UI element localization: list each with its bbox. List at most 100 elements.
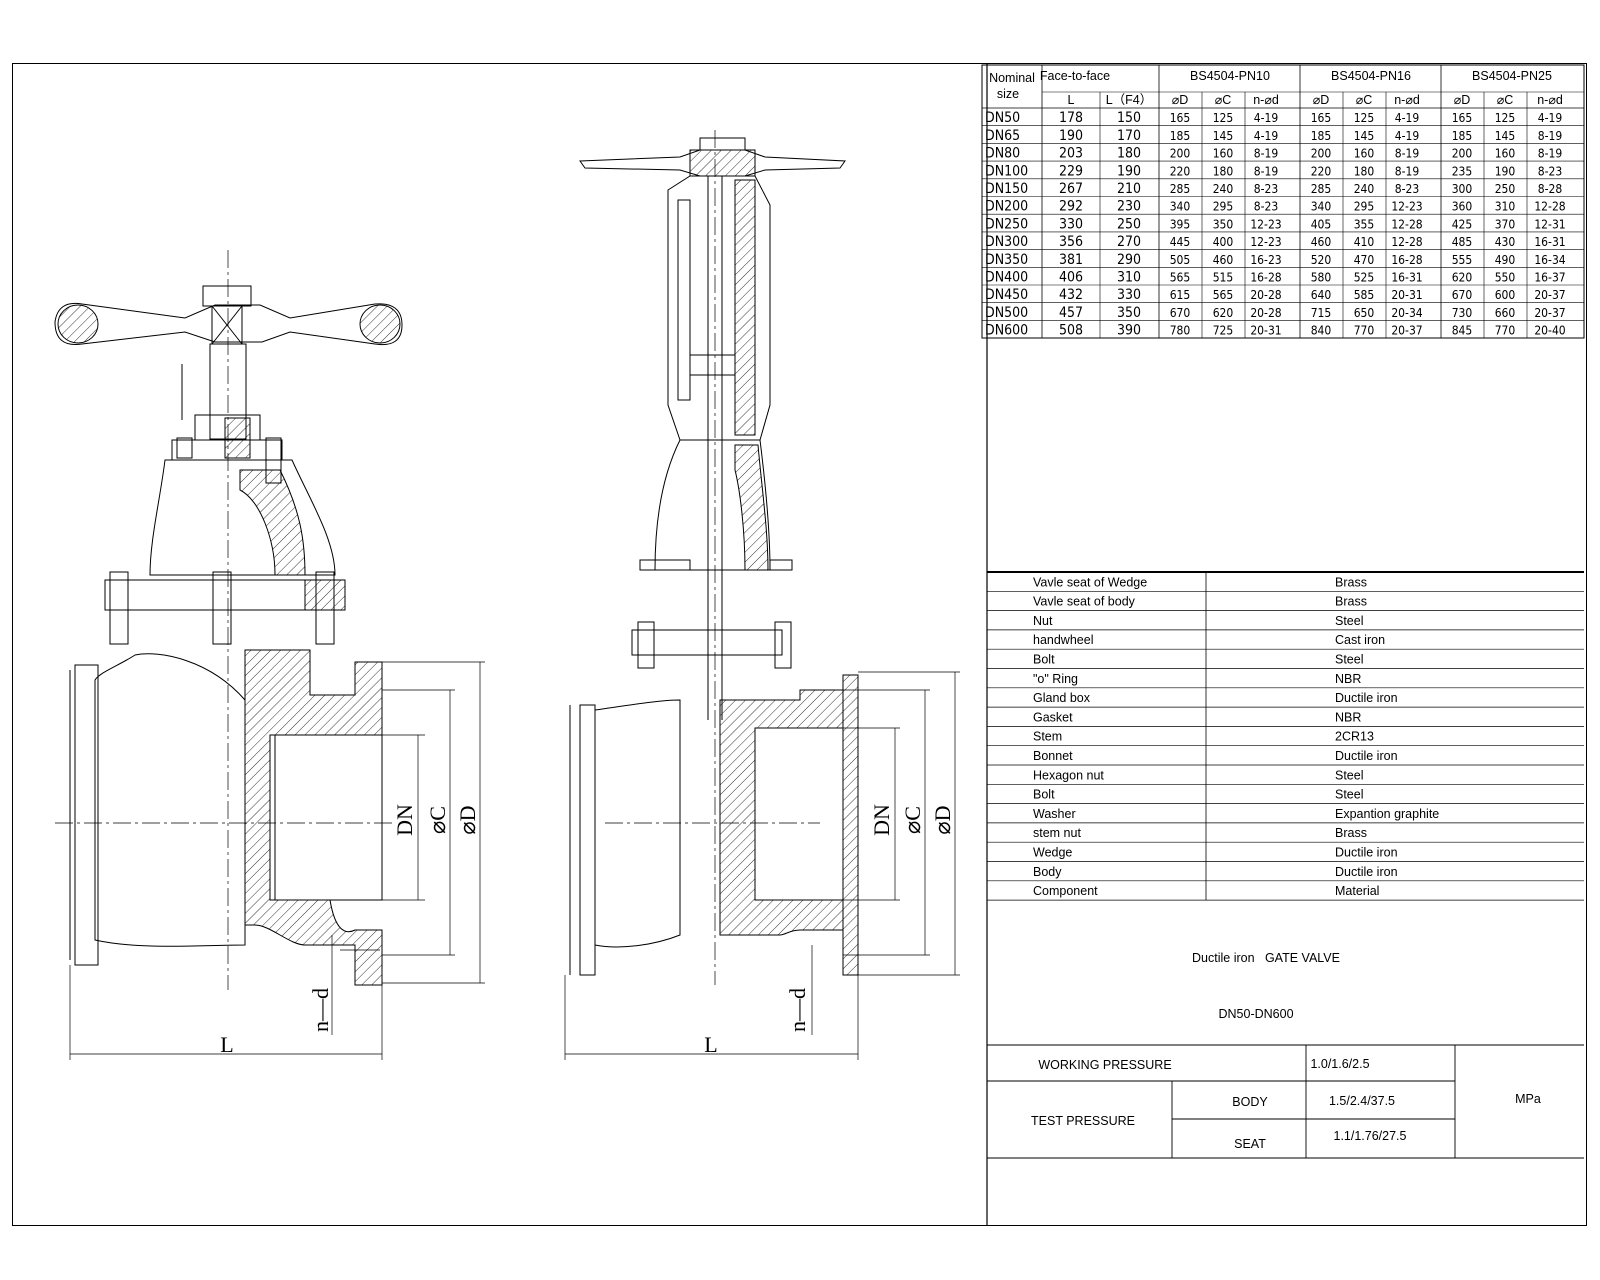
size-table-cell: 267 [1059, 181, 1083, 197]
size-table-cell: 185 [1452, 129, 1473, 143]
dim-C-right: ⌀C [900, 806, 925, 834]
size-table-cell: 125 [1354, 111, 1375, 125]
size-table-nominal-cell: DN80 [985, 146, 1020, 162]
size-table [981, 64, 1585, 339]
size-table-cell: 20-37 [1534, 288, 1565, 302]
material-value-cell: Cast iron [1335, 633, 1385, 647]
size-table-cell: 670 [1452, 288, 1473, 302]
size-table-cell: 845 [1452, 324, 1473, 338]
size-table-cell: 20-28 [1250, 306, 1281, 320]
working-pressure-label: WORKING PRESSURE [1038, 1058, 1171, 1072]
size-table-cell: 8-28 [1538, 182, 1563, 196]
size-table-cell: 229 [1059, 163, 1083, 179]
size-table-cell: 285 [1311, 182, 1332, 196]
size-table-cell: 432 [1059, 287, 1083, 303]
material-component-cell: Vavle seat of body [1033, 595, 1136, 609]
size-table-nominal-cell: DN300 [985, 234, 1028, 250]
size-table-cell: 8-23 [1254, 200, 1279, 214]
size-table-cell: 178 [1059, 110, 1083, 126]
material-value-cell: Ductile iron [1335, 691, 1398, 705]
size-table-cell: 770 [1354, 324, 1375, 338]
size-table-cell: 650 [1354, 306, 1375, 320]
size-table-cell: 16-34 [1534, 253, 1565, 267]
size-table-cell: 235 [1452, 164, 1473, 178]
size-table-subheader: ⌀C [1356, 93, 1373, 107]
size-table-cell: 381 [1059, 252, 1083, 268]
material-component-cell: Bonnet [1033, 749, 1073, 763]
size-table-cell: 8-19 [1254, 164, 1279, 178]
size-table-cell: 240 [1354, 182, 1375, 196]
size-table-cell: 180 [1117, 146, 1141, 162]
size-table-cell: 8-19 [1395, 164, 1420, 178]
test-pressure-label: TEST PRESSURE [1031, 1114, 1135, 1128]
size-table-cell: 310 [1495, 200, 1516, 214]
size-table-cell: 160 [1354, 147, 1375, 161]
size-table-cell: 490 [1495, 253, 1516, 267]
size-table-sub-LF4: L（F4） [1106, 93, 1153, 107]
size-table-cell: 730 [1452, 306, 1473, 320]
size-table-nominal-cell: DN450 [985, 287, 1028, 303]
body-value: 1.5/2.4/37.5 [1329, 1094, 1395, 1108]
material-component-cell: Washer [1033, 807, 1076, 821]
material-component-cell: Vavle seat of Wedge [1033, 575, 1147, 589]
size-table-cell: 640 [1311, 288, 1332, 302]
size-table-cell: 525 [1354, 271, 1375, 285]
material-value-cell: Steel [1335, 653, 1364, 667]
size-table-cell: 12-31 [1534, 217, 1565, 231]
size-table-cell: 620 [1452, 271, 1473, 285]
size-table-cell: 290 [1117, 252, 1141, 268]
size-table-cell: 8-19 [1538, 129, 1563, 143]
size-table-cell: 12-28 [1391, 217, 1422, 231]
size-table-cell: 20-37 [1391, 324, 1422, 338]
material-component-cell: Nut [1033, 614, 1053, 628]
size-table-cell: 330 [1117, 287, 1141, 303]
size-table-subheader: n-⌀d [1537, 93, 1563, 107]
size-table-cell: 20-31 [1391, 288, 1422, 302]
size-table-cell: 170 [1117, 128, 1141, 144]
size-table-cell: 565 [1170, 271, 1191, 285]
size-table-cell: 12-23 [1250, 217, 1281, 231]
size-table-cell: 20-34 [1391, 306, 1422, 320]
material-value-cell: Steel [1335, 614, 1364, 628]
size-table-cell: 145 [1213, 129, 1234, 143]
material-component-cell: Stem [1033, 730, 1062, 744]
size-table-cell: 520 [1311, 253, 1332, 267]
size-table-cell: 180 [1354, 164, 1375, 178]
size-table-cell: 330 [1059, 216, 1083, 232]
material-component-cell: handwheel [1033, 633, 1093, 647]
size-table-cell: 270 [1117, 234, 1141, 250]
size-table-cell: 780 [1170, 324, 1191, 338]
drawing-subtitle: DN50-DN600 [1218, 1007, 1293, 1021]
drawing-title: Ductile iron GATE VALVE [1192, 951, 1340, 965]
dim-DN-right: DN [869, 804, 894, 836]
size-table-cell: 180 [1213, 164, 1234, 178]
material-component-cell: Body [1033, 865, 1062, 879]
size-table-cell: 660 [1495, 306, 1516, 320]
material-component-cell: Component [1033, 884, 1098, 898]
size-table-nominal-cell: DN400 [985, 270, 1028, 286]
size-table-cell: 20-28 [1250, 288, 1281, 302]
size-table-subheader: ⌀D [1172, 93, 1189, 107]
material-value-cell: Steel [1335, 768, 1364, 782]
size-table-cell: 460 [1213, 253, 1234, 267]
size-table-header-pn10: BS4504-PN10 [1190, 69, 1270, 83]
size-table-cell: 12-23 [1250, 235, 1281, 249]
size-table-cell: 125 [1213, 111, 1234, 125]
